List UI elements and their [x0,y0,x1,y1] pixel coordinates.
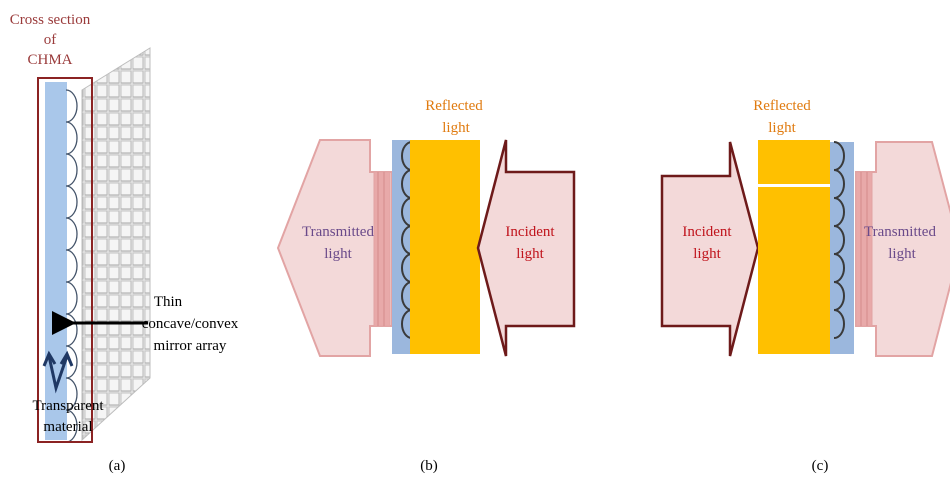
transmitted-arrow-b-band [373,171,391,327]
incident-arrow-b [476,139,576,357]
reflected-light-block-c-bottom [758,187,830,354]
transmitted-label-c-line-2: light [888,246,916,262]
material-pointer-head-left [42,350,57,367]
material-pointer-arrows [47,355,69,394]
incident-label-b-line-1: Incident [505,224,555,240]
mirror-profile-b [401,141,413,339]
transparent-material-slab [45,82,67,440]
reflected-light-block-b [410,140,480,354]
caption-a: (a) [109,458,126,474]
reflected-label-c-line-2: light [768,120,796,136]
reflected-label-b-line-2: light [442,120,470,136]
panel-c: Reflected light Incident light Transmitt… [660,98,950,474]
incident-label-c-line-2: light [693,246,721,262]
transmitted-label-c-line-1: Transmitted [864,224,936,240]
material-label-line-2: material [43,419,92,435]
reflected-light-block-c-top [758,140,830,184]
caption-b: (b) [420,458,438,474]
panel-a: Cross section of CHMA Thin concave/conve… [10,12,239,474]
cross-section-title-line-1: Cross section [10,12,91,28]
cross-section-title-line-2: of [44,32,57,48]
transmitted-label-b-line-1: Transmitted [302,224,374,240]
concave-convex-mirror-profile [65,89,78,443]
transmitted-label-b-line-2: light [324,246,352,262]
mirror-label-line-1: Thin [154,294,183,310]
incident-label-b-line-2: light [516,246,544,262]
cross-section-frame [37,77,93,443]
caption-c: (c) [812,458,829,474]
cross-section-title-line-3: CHMA [27,52,72,68]
transmitted-arrow-c-band [855,171,873,327]
reflected-label-c-line-1: Reflected [753,98,811,114]
incident-arrow-c [660,141,760,357]
mirror-label-line-2: concave/convex [142,316,239,332]
material-label-line-1: Transparent [32,398,104,414]
incident-label-c-line-1: Incident [682,224,732,240]
mirror-label-line-3: mirror array [154,338,227,354]
material-pointer-head-right [59,350,74,367]
mirror-profile-c [833,141,845,339]
panel-b: Reflected light Transmitted light Incide… [276,98,576,474]
reflected-label-b-line-1: Reflected [425,98,483,114]
